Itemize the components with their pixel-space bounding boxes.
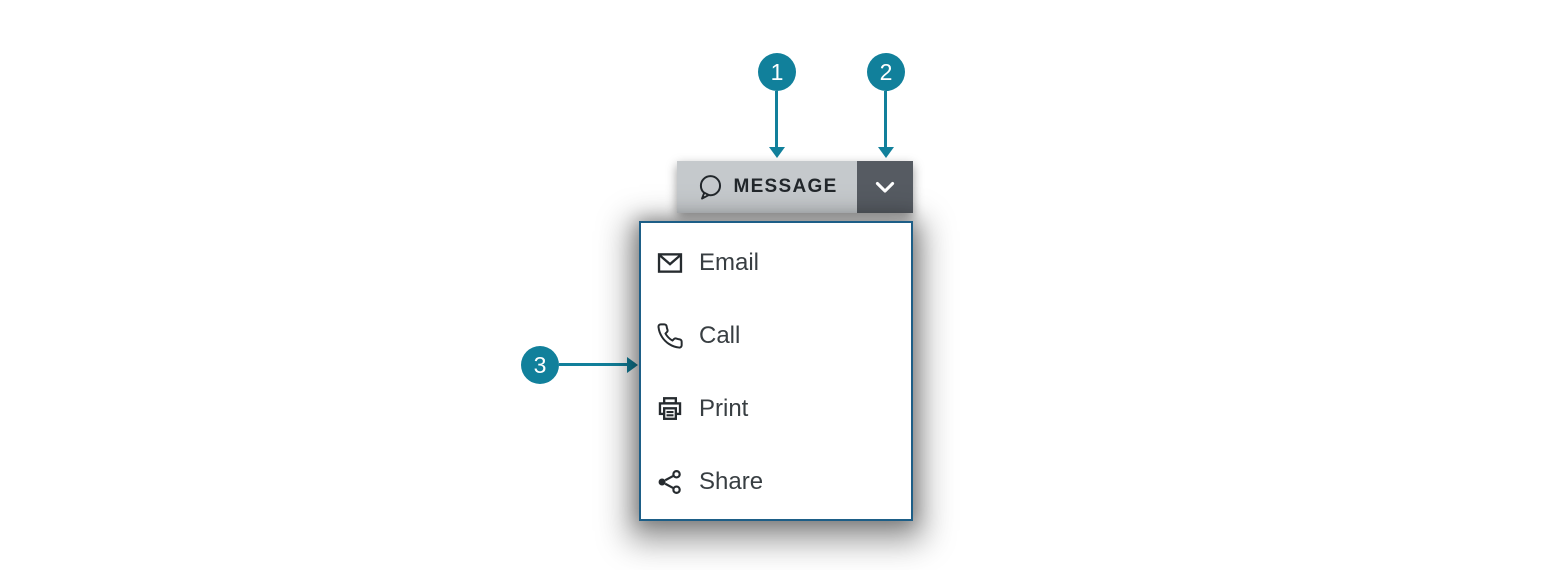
menu-item-label: Call bbox=[699, 321, 741, 349]
message-button-label: MESSAGE bbox=[733, 176, 838, 197]
print-icon bbox=[656, 395, 684, 423]
callout-arrow-2-head bbox=[878, 147, 894, 158]
callout-arrow-3-head bbox=[627, 357, 638, 373]
message-bubble-icon bbox=[696, 173, 724, 201]
call-icon bbox=[656, 322, 684, 350]
menu-item-share[interactable]: Share bbox=[641, 445, 911, 519]
callout-arrow-1-head bbox=[769, 147, 785, 158]
share-icon bbox=[656, 468, 684, 496]
callout-arrow-1-line bbox=[775, 91, 778, 148]
callout-badge-3: 3 bbox=[521, 346, 559, 384]
menu-item-print[interactable]: Print bbox=[641, 372, 911, 446]
callout-badge-1: 1 bbox=[758, 53, 796, 91]
dropdown-menu: Email Call Print bbox=[639, 221, 913, 521]
callout-badge-2: 2 bbox=[867, 53, 905, 91]
split-button: MESSAGE bbox=[677, 161, 913, 213]
email-icon bbox=[656, 249, 684, 277]
menu-item-label: Share bbox=[699, 468, 764, 496]
menu-item-label: Print bbox=[699, 395, 749, 423]
message-button[interactable]: MESSAGE bbox=[677, 161, 857, 213]
callout-arrow-3-line bbox=[559, 363, 628, 366]
chevron-down-icon bbox=[871, 173, 899, 201]
menu-item-email[interactable]: Email bbox=[641, 226, 911, 300]
menu-item-call[interactable]: Call bbox=[641, 299, 911, 373]
dropdown-toggle-button[interactable] bbox=[857, 161, 913, 213]
callout-arrow-2-line bbox=[884, 91, 887, 148]
menu-item-label: Email bbox=[699, 248, 760, 276]
